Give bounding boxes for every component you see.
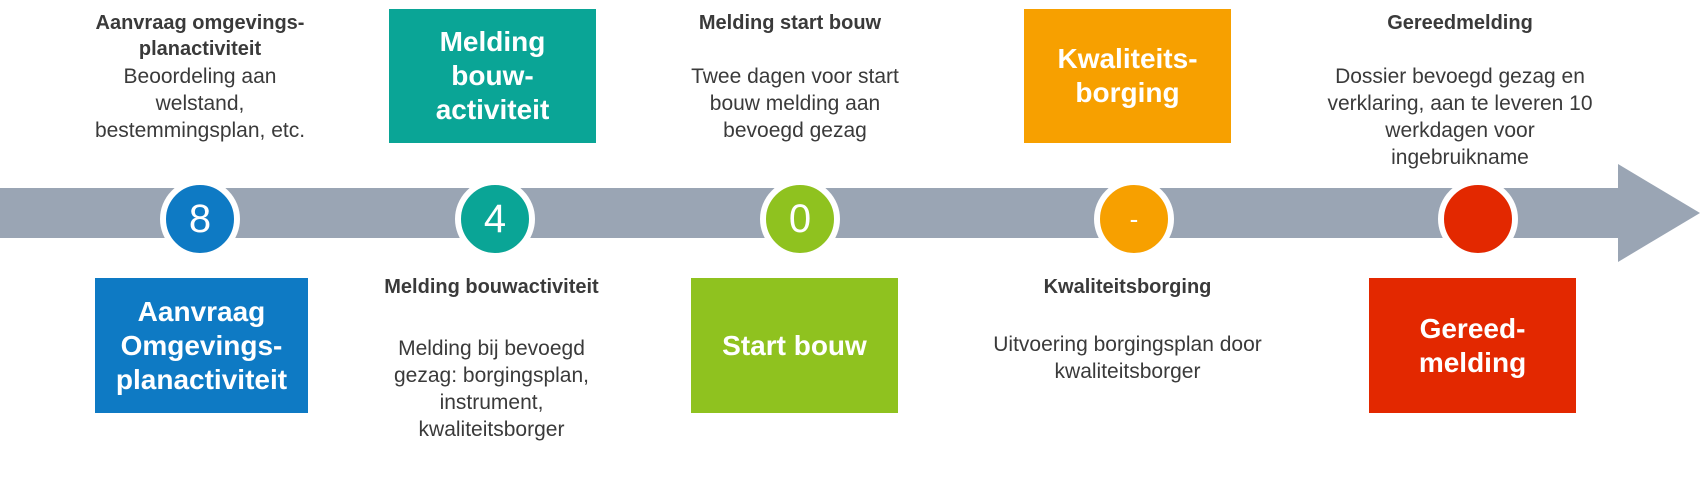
step-5-box: Gereed- melding (1369, 278, 1576, 413)
step-2-description: Melding bij bevoegd gezag: borgingsplan,… (394, 337, 589, 441)
step-2-node: 4 (455, 179, 535, 259)
step-1-node-label: 8 (188, 197, 212, 241)
step-3-description: Twee dagen voor start bouw melding aan b… (691, 65, 899, 142)
step-3-node-label: 0 (788, 197, 812, 241)
step-4-node: - (1094, 179, 1174, 259)
step-2-node-label: 4 (483, 197, 507, 241)
step-2-title: Melding bouwactiviteit (384, 276, 599, 298)
step-4-box: Kwaliteits- borging (1024, 9, 1231, 143)
step-1-description: Beoordeling aan welstand, bestemmingspla… (94, 65, 306, 142)
step-2-box: Melding bouw- activiteit (389, 9, 596, 143)
step-4-description: Uitvoering borgingsplan door kwaliteitsb… (993, 333, 1262, 383)
timeline-arrowhead (1618, 164, 1700, 262)
step-3-node: 0 (760, 179, 840, 259)
step-5-node (1438, 179, 1518, 259)
step-4-title: Kwaliteitsborging (1043, 276, 1212, 298)
step-1-node: 8 (160, 179, 240, 259)
step-1-title: Aanvraag omgevings- planactiviteit (95, 12, 305, 60)
step-5-description: Dossier bevoegd gezag en verklaring, aan… (1327, 65, 1593, 169)
step-4-node-label: - (1129, 204, 1139, 234)
step-5-title: Gereedmelding (1387, 12, 1533, 34)
step-3-box: Start bouw (691, 278, 898, 413)
step-3-title: Melding start bouw (698, 12, 882, 34)
step-1-box: Aanvraag Omgevings- planactiviteit (95, 278, 308, 413)
